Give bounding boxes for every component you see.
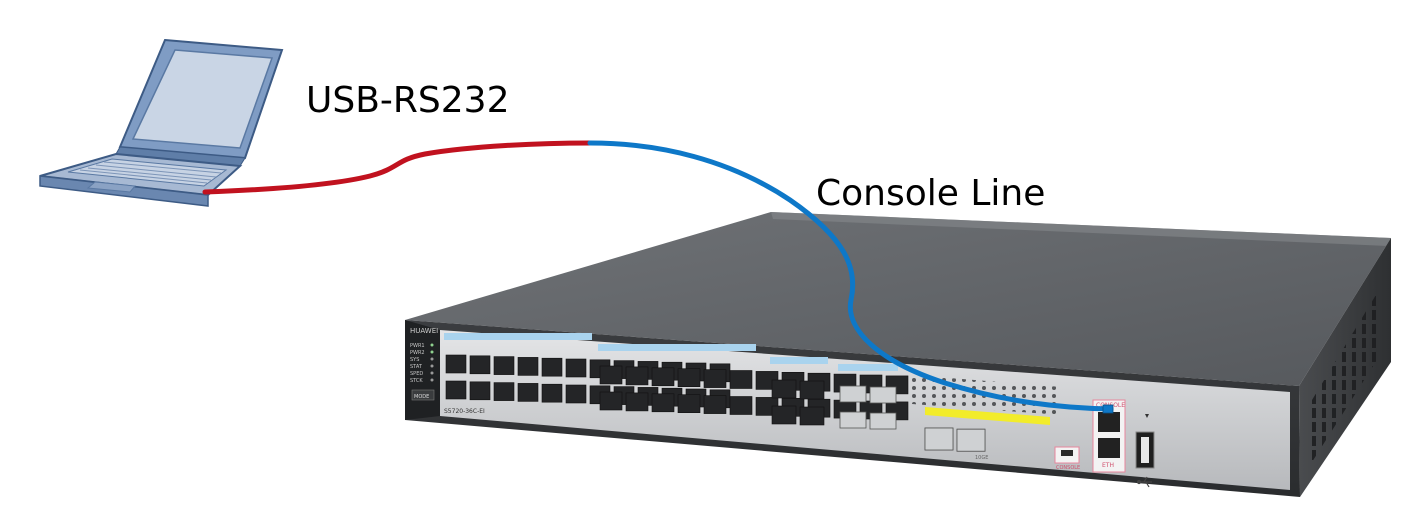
pg2-port-13[interactable] bbox=[599, 365, 623, 385]
sfp-port-27[interactable] bbox=[839, 411, 867, 429]
indicator-sped: SPED bbox=[410, 371, 423, 377]
indicator-pwr1: PWR1 bbox=[410, 343, 425, 349]
console-port[interactable] bbox=[1098, 412, 1120, 432]
usb-symbol-icon bbox=[1136, 476, 1152, 488]
pg2-port-18b[interactable] bbox=[729, 396, 753, 415]
pg2-port-13b[interactable] bbox=[599, 391, 623, 411]
pg2-port-16[interactable] bbox=[677, 368, 701, 388]
uplink-port-4[interactable] bbox=[956, 428, 986, 452]
pg3-port-25[interactable] bbox=[771, 379, 797, 399]
laptop-icon bbox=[39, 38, 284, 207]
pg3-port-26[interactable] bbox=[799, 380, 825, 400]
pg1-port-3b[interactable] bbox=[493, 382, 515, 401]
mini-usb-label: CONSOLE bbox=[1056, 465, 1080, 471]
pg2-port-17[interactable] bbox=[703, 369, 727, 388]
network-switch-icon: HUAWEI PWR1 PWR2 SYS STAT SPED STCK MODE… bbox=[405, 212, 1391, 497]
uplink-label: 10GE bbox=[975, 455, 988, 461]
pg3-port-27[interactable] bbox=[771, 405, 797, 425]
pg2-port-17b[interactable] bbox=[703, 395, 727, 414]
pg1-port-5b[interactable] bbox=[541, 383, 563, 403]
usb-rs232-label: USB-RS232 bbox=[306, 80, 510, 121]
pg1-port-3[interactable] bbox=[493, 356, 515, 375]
indicator-pwr2: PWR2 bbox=[410, 350, 425, 356]
mode-button[interactable] bbox=[411, 389, 435, 401]
console-line-cable bbox=[587, 140, 1114, 412]
pg2-port-14[interactable] bbox=[625, 366, 649, 386]
indicator-stck: STCK bbox=[410, 378, 423, 384]
pg1-port-6b[interactable] bbox=[565, 384, 587, 404]
pg3-port-28[interactable] bbox=[799, 406, 825, 426]
sfp-port-25[interactable] bbox=[839, 385, 867, 403]
console-line-label: Console Line bbox=[816, 173, 1046, 214]
pg1-port-4[interactable] bbox=[517, 357, 539, 376]
pg1-port-5[interactable] bbox=[541, 357, 563, 377]
uplink-group: 10GE bbox=[924, 407, 1050, 461]
pg2-port-15b[interactable] bbox=[651, 393, 675, 413]
sfp-group bbox=[838, 364, 898, 430]
uplink-port-3[interactable] bbox=[924, 427, 954, 451]
indicator-stat: STAT bbox=[410, 364, 423, 370]
mode-button-label: MODE bbox=[414, 394, 429, 400]
sfp-port-28[interactable] bbox=[869, 412, 897, 430]
port-group-3 bbox=[770, 357, 828, 426]
indicator-leds: PWR1 PWR2 SYS STAT SPED STCK bbox=[410, 343, 434, 384]
pg2-port-14b[interactable] bbox=[625, 392, 649, 412]
brand-logo: HUAWEI bbox=[410, 327, 438, 335]
pg1-port-2[interactable] bbox=[469, 355, 491, 375]
pg1-port-1[interactable] bbox=[445, 354, 467, 374]
pg1-port-6[interactable] bbox=[565, 358, 587, 378]
eth-port[interactable] bbox=[1098, 438, 1120, 458]
pg2-port-18[interactable] bbox=[729, 370, 753, 389]
pg1-port-2b[interactable] bbox=[469, 381, 491, 401]
pg1-port-1b[interactable] bbox=[445, 380, 467, 400]
pg2-port-16b[interactable] bbox=[677, 394, 701, 414]
sfp-port-26[interactable] bbox=[869, 386, 897, 404]
model-label: S5720-36C-EI bbox=[444, 408, 485, 415]
pg1-port-4b[interactable] bbox=[517, 383, 539, 402]
indicator-sys: SYS bbox=[410, 357, 419, 363]
console-connector bbox=[1102, 404, 1114, 414]
usb-rs232-cable bbox=[202, 140, 593, 195]
pg2-port-15[interactable] bbox=[651, 367, 675, 387]
eth-port-label: ETH bbox=[1102, 462, 1114, 469]
